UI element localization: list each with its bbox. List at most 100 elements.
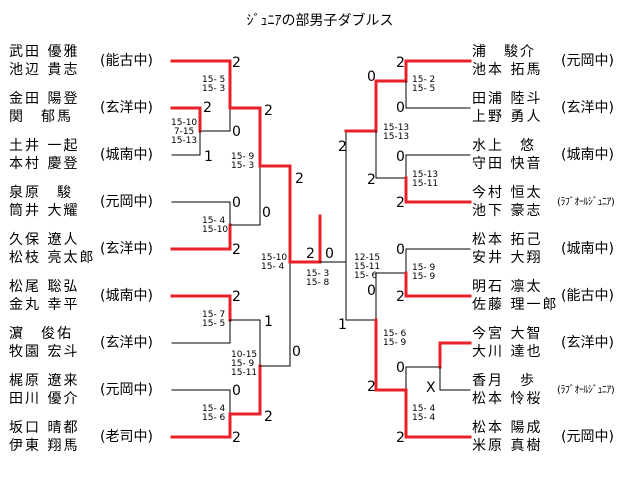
left-team-4-player-1: 泉原 駿 xyxy=(9,185,73,201)
right-team-8-school: (ﾗﾌﾞｵｰﾙｼﾞｭﾆｱ) xyxy=(557,385,615,396)
left-team-3-player-2: 本村 慶登 xyxy=(9,156,80,172)
bracket-title: ｼﾞｭﾆｱの部男子ダブルス xyxy=(246,13,394,29)
result-left-qf1-bot: 0 xyxy=(262,205,271,221)
result-right-r4-x: X xyxy=(426,380,436,396)
right-team-2-school: (玄洋中) xyxy=(561,100,614,116)
score-left-r3: 15- 7 15- 5 xyxy=(202,310,226,329)
result-right-sf-top: 2 xyxy=(338,139,347,155)
left-team-2-school: (玄洋中) xyxy=(100,100,153,116)
result-left-r3-top: 2 xyxy=(232,289,241,305)
right-team-5-player-1: 松本 拓己 xyxy=(472,232,543,248)
left-team-9-player-2: 伊東 翔馬 xyxy=(9,438,80,454)
score-right-qf1: 15-13 15-13 xyxy=(383,123,410,142)
result-right-r3-bot: 2 xyxy=(396,289,405,305)
result-left-r4-top: 0 xyxy=(232,383,241,399)
left-team-9-school: (老司中) xyxy=(100,429,153,445)
result-right-r2-top: 0 xyxy=(396,149,405,165)
left-team-5-player-1: 久保 遼人 xyxy=(9,232,80,248)
right-team-6-player-2: 佐藤 理一郎 xyxy=(472,297,559,313)
right-team-3-player-1: 水上 悠 xyxy=(472,138,536,154)
right-team-4-school: (ﾗﾌﾞｵｰﾙｼﾞｭﾆｱ) xyxy=(557,197,615,208)
score-left-r1: 15- 5 15- 3 xyxy=(202,75,226,94)
right-team-6-player-1: 明石 凛太 xyxy=(472,279,543,295)
result-right-sf-bot: 1 xyxy=(338,317,347,333)
left-team-8-school: (元岡中) xyxy=(100,382,153,398)
left-team-6-school: (城南中) xyxy=(100,288,153,304)
result-left-r4-bot: 2 xyxy=(232,430,241,446)
score-left-qf2: 10-15 15- 9 15-11 xyxy=(231,350,258,378)
score-left-qf1: 15- 9 15- 3 xyxy=(231,152,255,171)
score-right-r4: 15- 4 15- 4 xyxy=(412,404,436,423)
right-team-4-player-2: 池下 豪志 xyxy=(472,203,543,219)
result-left-r3-bot: 1 xyxy=(264,314,273,330)
score-right-r3: 15- 9 15- 9 xyxy=(412,263,436,282)
right-team-6-school: (能古中) xyxy=(561,288,614,304)
right-team-1-school: (元岡中) xyxy=(561,53,614,69)
score-left-pre: 15-10 7-15 15-13 xyxy=(171,118,198,146)
right-team-7-school: (玄洋中) xyxy=(561,335,614,351)
right-team-2-player-2: 上野 勇人 xyxy=(472,109,543,125)
left-team-2-player-1: 金田 陽登 xyxy=(9,91,80,107)
right-team-1-player-1: 浦 駿介 xyxy=(472,44,536,60)
left-team-7-school: (玄洋中) xyxy=(100,335,153,351)
right-team-7-player-2: 大川 達也 xyxy=(472,344,543,360)
left-team-8-player-2: 田川 優介 xyxy=(9,391,80,407)
score-right-r2: 15-13 15-11 xyxy=(412,170,439,189)
result-left-qf1-top: 2 xyxy=(264,103,273,119)
left-team-1-school: (能古中) xyxy=(100,53,153,69)
left-team-5-player-2: 松枝 亮太郎 xyxy=(9,250,96,266)
left-team-5-school: (玄洋中) xyxy=(100,241,153,257)
right-team-9-school: (元岡中) xyxy=(561,429,614,445)
result-left-pre-bot: 1 xyxy=(204,149,213,165)
result-right-qf2-bot: 2 xyxy=(367,379,376,395)
result-right-r4-bot: 2 xyxy=(396,430,405,446)
result-left-r1-top: 2 xyxy=(232,55,241,71)
result-right-r4-top: 0 xyxy=(396,360,405,376)
result-right-r3-top: 0 xyxy=(396,242,405,258)
result-left-qf2-bot: 2 xyxy=(264,409,273,425)
score-left-r2: 15- 4 15-10 xyxy=(202,216,229,235)
left-team-6-player-1: 松尾 聡弘 xyxy=(9,279,80,295)
left-team-7-player-1: 濵 俊佑 xyxy=(9,326,73,342)
left-team-1-player-1: 武田 優雅 xyxy=(9,44,80,60)
result-right-qf1-top: 0 xyxy=(367,69,376,85)
right-team-4-player-1: 今村 恒太 xyxy=(472,185,543,201)
left-team-4-player-2: 筒井 大耀 xyxy=(9,203,80,219)
right-team-8-player-2: 松本 怜桜 xyxy=(472,391,543,407)
left-team-8-player-1: 梶原 遼来 xyxy=(9,373,80,389)
result-right-r1-top: 2 xyxy=(396,55,405,71)
result-final-left: 2 xyxy=(306,246,315,262)
left-team-6-player-2: 金丸 幸平 xyxy=(9,297,80,313)
right-team-8-player-1: 香月 歩 xyxy=(472,373,536,389)
score-left-sf: 15-10 15- 4 xyxy=(261,253,288,272)
left-team-1-player-2: 池辺 貴志 xyxy=(9,62,80,78)
left-team-7-player-2: 牧園 宏斗 xyxy=(9,344,80,360)
right-team-9-player-1: 松本 陽成 xyxy=(472,420,543,436)
right-team-3-school: (城南中) xyxy=(561,147,614,163)
left-team-3-player-1: 土井 一起 xyxy=(9,138,80,154)
right-team-3-player-2: 守田 快音 xyxy=(472,156,543,172)
result-left-r2-bot: 2 xyxy=(232,242,241,258)
left-team-2-player-2: 関 郁馬 xyxy=(9,109,73,125)
right-team-2-player-1: 田浦 陸斗 xyxy=(472,91,543,107)
score-right-sf: 12-15 15-11 15- 6 xyxy=(354,253,381,281)
result-right-qf1-bot: 2 xyxy=(367,172,376,188)
score-left-r4: 15- 4 15- 6 xyxy=(202,404,226,423)
result-right-r1-bot: 0 xyxy=(396,100,405,116)
right-team-5-school: (城南中) xyxy=(561,241,614,257)
result-left-qf2-top: 0 xyxy=(292,344,301,360)
score-final: 15- 3 15- 8 xyxy=(306,269,330,288)
result-left-r1-bot: 0 xyxy=(232,124,241,140)
score-right-r1: 15- 2 15- 5 xyxy=(412,75,436,94)
result-final-right: 0 xyxy=(325,246,334,262)
right-team-5-player-2: 安井 大翔 xyxy=(472,250,543,266)
result-right-qf2-top: 0 xyxy=(367,283,376,299)
result-right-r2-bot: 2 xyxy=(396,195,405,211)
score-right-qf2: 15- 6 15- 9 xyxy=(383,329,407,348)
right-team-1-player-2: 池本 拓馬 xyxy=(472,62,543,78)
right-team-9-player-2: 米原 真樹 xyxy=(472,438,543,454)
result-left-r2-top: 0 xyxy=(232,195,241,211)
right-team-7-player-1: 今宮 大智 xyxy=(472,326,543,342)
